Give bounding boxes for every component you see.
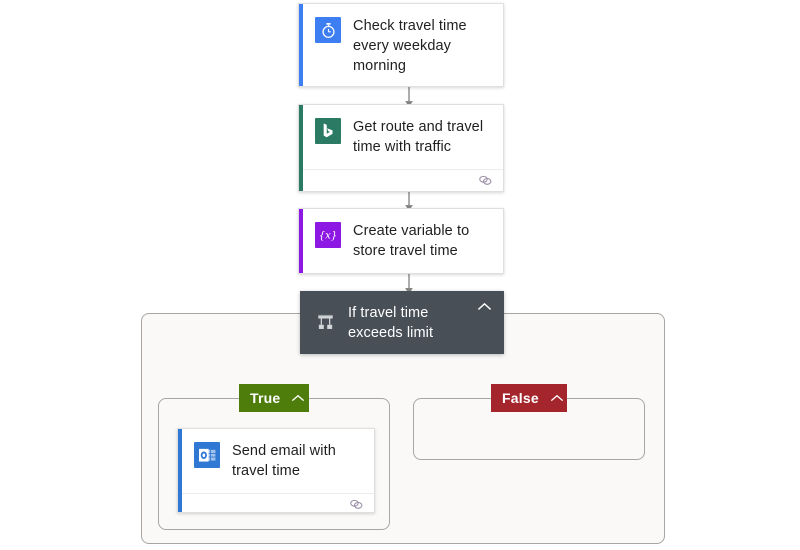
outlook-icon xyxy=(194,442,220,468)
action-card-init-variable[interactable]: {x} Create variable to store travel time xyxy=(298,208,504,274)
action-card-bing-route[interactable]: Get route and travel time with traffic xyxy=(298,104,504,192)
variable-icon: {x} xyxy=(315,222,341,248)
link-icon[interactable] xyxy=(478,174,493,192)
chevron-up-icon[interactable] xyxy=(474,297,494,317)
card-footer xyxy=(299,169,503,196)
card-title: Get route and travel time with traffic xyxy=(353,119,484,155)
false-branch-badge[interactable]: False xyxy=(491,384,567,412)
condition-title: If travel time exceeds limit xyxy=(348,304,434,341)
link-icon[interactable] xyxy=(349,498,364,516)
condition-card[interactable]: If travel time exceeds limit xyxy=(300,291,504,354)
chevron-up-icon[interactable] xyxy=(547,388,567,408)
control-branch-icon xyxy=(314,312,336,334)
card-accent-bar xyxy=(299,4,303,86)
card-accent-bar xyxy=(178,429,182,512)
card-title: Create variable to store travel time xyxy=(353,223,470,259)
card-accent-bar xyxy=(299,105,303,191)
card-accent-bar xyxy=(299,209,303,273)
true-branch-label: True xyxy=(250,390,281,406)
bing-icon xyxy=(315,118,341,144)
svg-text:{x}: {x} xyxy=(319,231,338,242)
false-branch-label: False xyxy=(502,390,539,406)
action-card-trigger[interactable]: Check travel time every weekday morning xyxy=(298,3,504,87)
stopwatch-icon xyxy=(315,17,341,43)
chevron-up-icon[interactable] xyxy=(288,388,308,408)
card-body: Get route and travel time with traffic xyxy=(299,105,503,169)
card-body: Send email with travel time xyxy=(178,429,374,493)
card-title: Check travel time every weekday morning xyxy=(353,18,467,74)
card-title: Send email with travel time xyxy=(232,443,336,479)
card-footer xyxy=(178,493,374,520)
action-card-send-email[interactable]: Send email with travel time xyxy=(177,428,375,513)
card-body: {x} Create variable to store travel time xyxy=(299,209,503,273)
card-body: Check travel time every weekday morning xyxy=(299,4,503,88)
true-branch-badge[interactable]: True xyxy=(239,384,309,412)
